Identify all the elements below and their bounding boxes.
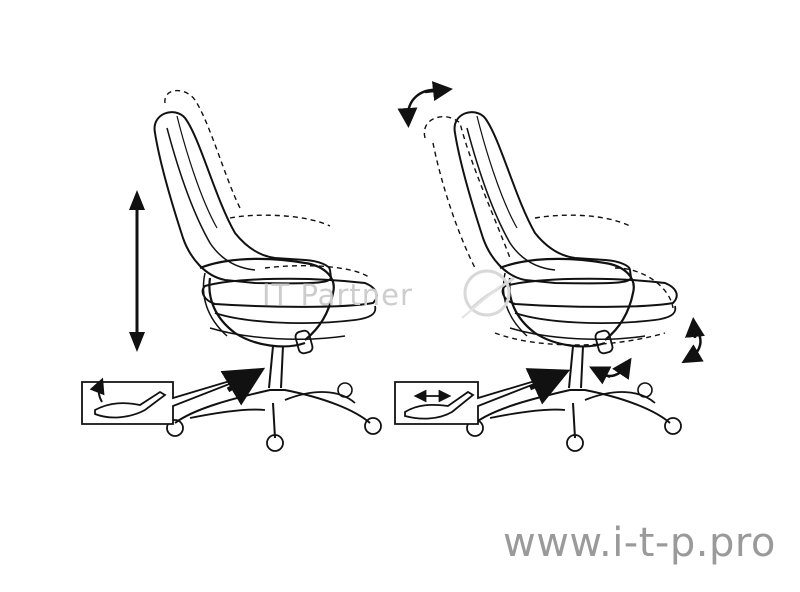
- left-chair: [153, 89, 383, 453]
- lever-up-arrow-icon: [89, 377, 105, 403]
- watermark-logo-icon: [461, 269, 515, 319]
- right-chair: [423, 111, 683, 453]
- watermark-text: IT Partner: [262, 278, 413, 312]
- double-arrow-vertical-icon: [129, 190, 145, 352]
- rotate-arrow-top-icon: [397, 81, 453, 128]
- right-lever-inset: [394, 368, 571, 425]
- left-lever-inset: [81, 367, 266, 425]
- site-url: www.i-t-p.pro: [503, 520, 776, 566]
- rotate-arrow-knob-icon: [589, 357, 632, 385]
- rotate-arrow-bottom-icon: [681, 317, 705, 364]
